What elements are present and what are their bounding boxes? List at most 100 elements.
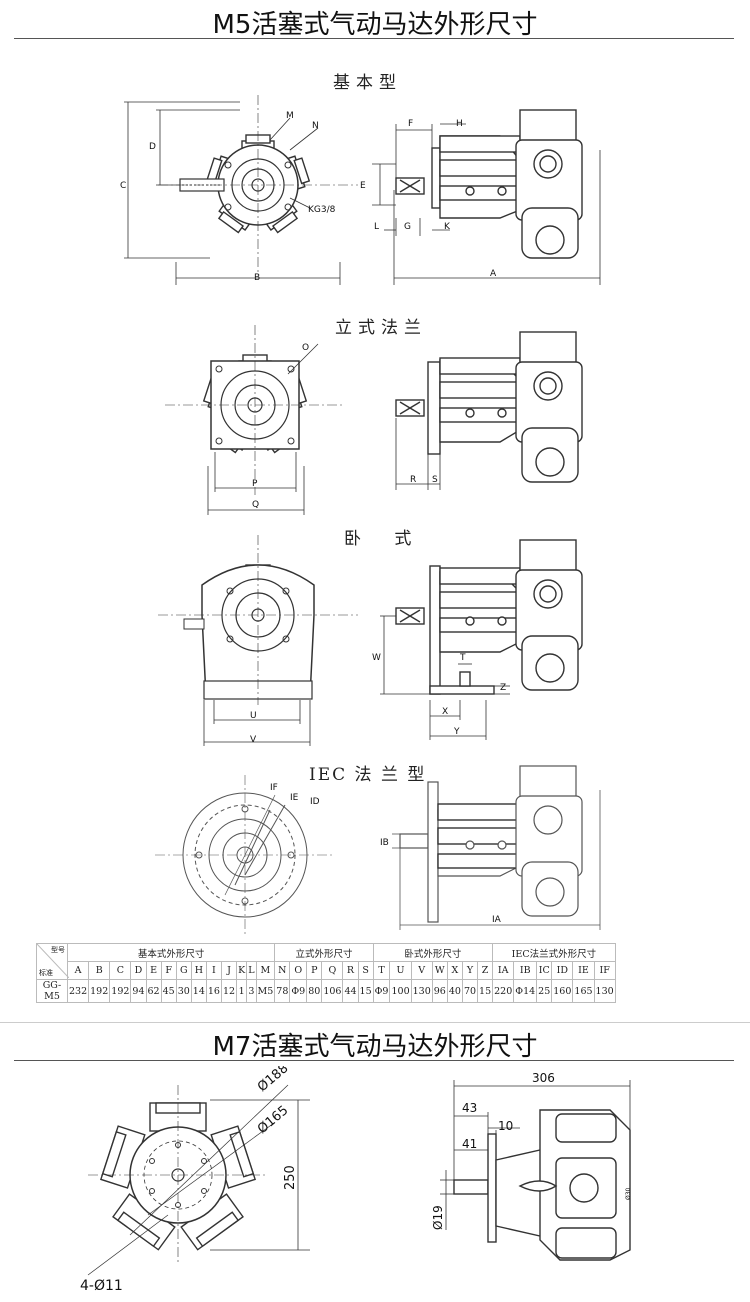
table-value-R: 44 xyxy=(342,979,359,1003)
dim-N: N xyxy=(312,121,319,131)
table-value-Z: 15 xyxy=(477,979,494,1003)
table-header-D: D xyxy=(130,961,147,980)
m7-dim-188: Ø188 xyxy=(255,1066,291,1095)
table-header-I: I xyxy=(205,961,222,980)
table-header-ID: ID xyxy=(551,961,574,980)
table-group-horizontal: 卧式外形尺寸 xyxy=(372,943,494,962)
table-value-V: 130 xyxy=(410,979,433,1003)
dim-IA: IA xyxy=(492,915,502,925)
table-value-B: 192 xyxy=(88,979,111,1003)
m7-drawings: Ø188 Ø165 250 4-Ø11 xyxy=(80,1066,632,1294)
table-value-P: 80 xyxy=(306,979,323,1003)
m5-title-underline xyxy=(14,38,734,39)
dim-V: V xyxy=(250,735,257,745)
m7-dim-19: Ø19 xyxy=(431,1205,445,1230)
dim-C: C xyxy=(120,181,126,191)
dim-S: S xyxy=(432,475,438,485)
flange-side-view: R S xyxy=(395,331,583,490)
section-vertical-flange-label: 立式法兰 xyxy=(335,318,427,338)
table-header-N: N xyxy=(274,961,291,980)
dim-G: G xyxy=(404,222,411,232)
table-header-A: A xyxy=(66,961,90,980)
horizontal-front-view: U V xyxy=(158,535,358,746)
table-value-J: 12 xyxy=(220,979,238,1003)
table-value-IE: 165 xyxy=(572,979,595,1003)
m7-dim-41: 41 xyxy=(462,1137,477,1151)
table-header-M: M xyxy=(255,961,276,980)
dim-IF: IF xyxy=(270,783,278,793)
table-header-IA: IA xyxy=(492,961,515,980)
m7-dim-165: Ø165 xyxy=(255,1103,291,1137)
dim-P: P xyxy=(252,479,258,489)
dim-X: X xyxy=(442,707,448,717)
corner-bottom-label: 标准 xyxy=(39,969,53,977)
table-value-C: 192 xyxy=(109,979,132,1003)
table-header-T: T xyxy=(372,961,391,980)
table-value-O: Φ9 xyxy=(289,979,308,1003)
dim-F: F xyxy=(408,119,413,129)
corner-diagonal xyxy=(37,944,69,978)
m7-front-view: Ø188 Ø165 250 4-Ø11 xyxy=(80,1066,310,1294)
table-header-V: V xyxy=(410,961,433,980)
basic-front-view: C D B M N KG3/8 xyxy=(120,95,358,285)
table-value-Y: 70 xyxy=(461,979,479,1003)
table-value-T: Φ9 xyxy=(372,979,391,1003)
horizontal-side-view: W T Z X Y xyxy=(372,539,583,740)
flange-front-view: O P Q xyxy=(165,325,345,515)
dim-U: U xyxy=(250,711,257,721)
table-value-G: 30 xyxy=(175,979,192,1003)
table-value-IF: 130 xyxy=(593,979,616,1003)
table-header-Q: Q xyxy=(321,961,344,980)
table-value-F: 45 xyxy=(160,979,177,1003)
table-value-L: 3 xyxy=(246,979,257,1003)
table-value-U: 100 xyxy=(389,979,412,1003)
table-value-ID: 160 xyxy=(551,979,574,1003)
m5-drawings: C D B M N KG3/8 xyxy=(120,95,601,935)
m7-dim-10: 10 xyxy=(498,1119,513,1133)
m7-title: M7活塞式气动马达外形尺寸 xyxy=(212,1032,538,1062)
m7-dim-306: 306 xyxy=(532,1071,555,1085)
iec-side-view: IB IA xyxy=(380,765,601,930)
table-header-K: K xyxy=(236,961,248,980)
section-separator xyxy=(0,1022,750,1023)
m7-dim-250: 250 xyxy=(283,1165,298,1190)
table-model-cell: GG-M5 xyxy=(36,979,68,1003)
table-corner-cell: 型号 标准 xyxy=(36,943,69,980)
table-value-I: 16 xyxy=(205,979,222,1003)
table-value-W: 96 xyxy=(431,979,448,1003)
table-header-E: E xyxy=(145,961,162,980)
table-header-Y: Y xyxy=(461,961,479,980)
dim-E: E xyxy=(360,181,366,191)
table-header-W: W xyxy=(431,961,448,980)
table-header-Z: Z xyxy=(477,961,494,980)
table-value-IB: Φ14 xyxy=(513,979,538,1003)
dim-ID: ID xyxy=(310,797,320,807)
table-header-R: R xyxy=(342,961,359,980)
table-header-IF: IF xyxy=(593,961,616,980)
iec-front-view: IF IE ID xyxy=(155,775,335,935)
dim-O: O xyxy=(302,343,309,353)
table-value-IC: 25 xyxy=(536,979,553,1003)
m7-dim-43: 43 xyxy=(462,1101,477,1115)
table-value-M: M5 xyxy=(255,979,276,1003)
dim-D: D xyxy=(149,142,156,152)
table-header-L: L xyxy=(246,961,257,980)
m5-title: M5活塞式气动马达外形尺寸 xyxy=(212,10,538,40)
corner-top-label: 型号 xyxy=(51,946,65,954)
basic-side-view: F H E L G K A xyxy=(360,109,601,285)
table-header-IE: IE xyxy=(572,961,595,980)
table-header-U: U xyxy=(389,961,412,980)
m7-side-view: 306 43 10 41 Ø19 Ø30 xyxy=(431,1071,632,1261)
table-header-B: B xyxy=(88,961,111,980)
table-header-G: G xyxy=(175,961,192,980)
dim-H: H xyxy=(456,119,463,129)
section-horizontal-label: 卧 式 xyxy=(344,529,426,549)
m7-dim-side-small: Ø30 xyxy=(625,1187,632,1200)
table-group-row: 型号 标准 基本式外形尺寸 立式外形尺寸 卧式外形尺寸 IEC法兰式外形尺寸 xyxy=(36,943,616,980)
table-value-E: 62 xyxy=(145,979,162,1003)
table-header-O: O xyxy=(289,961,308,980)
dim-K: K xyxy=(444,222,451,232)
dim-IB: IB xyxy=(380,838,389,848)
